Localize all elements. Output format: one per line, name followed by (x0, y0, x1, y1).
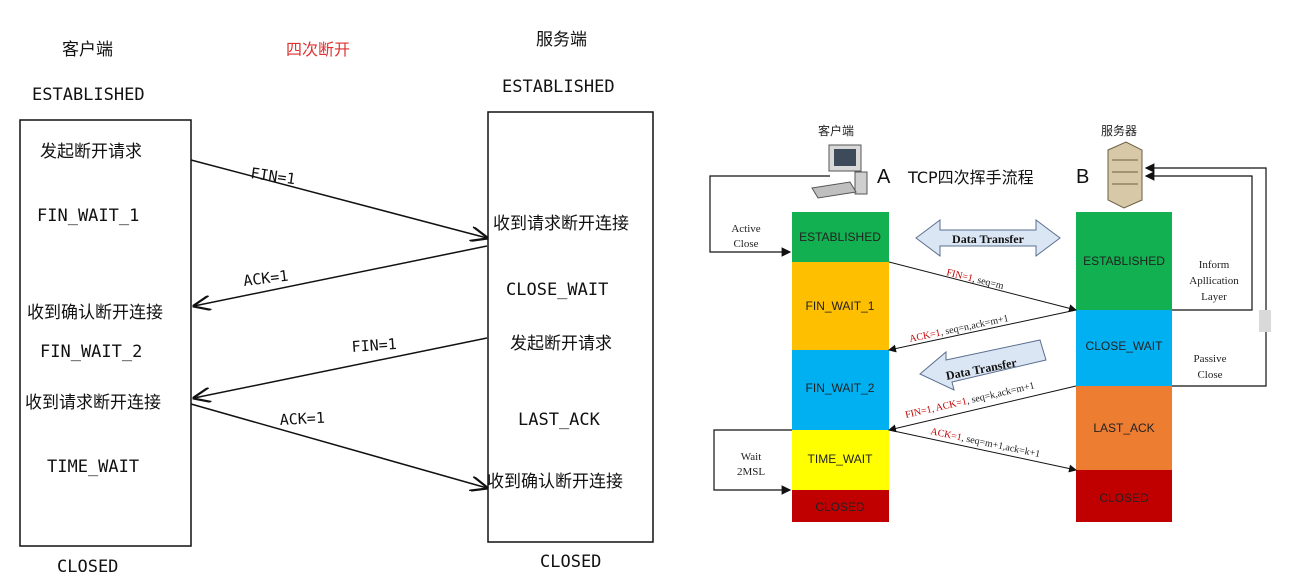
inform-line-2: Apllication (1189, 275, 1239, 287)
left-server-top-state: ESTABLISHED (502, 77, 615, 97)
left-client-box (19, 119, 192, 547)
msg-label-1: FIN=1, seq=m (945, 267, 1005, 292)
left-server-step-1: 收到请求断开连接 (493, 214, 629, 234)
server-state-label-1: ESTABLISHED (1083, 254, 1165, 268)
active-close-line-1: Active (731, 223, 760, 235)
left-client-step-4: FIN_WAIT_2 (40, 342, 142, 362)
active-close-loop (709, 175, 830, 257)
left-server-box (487, 111, 654, 543)
left-server-step-5: 收到确认断开连接 (487, 472, 623, 492)
client-state-fin-wait-2 (792, 350, 889, 430)
client-state-label-5: CLOSED (815, 500, 865, 514)
left-server-step-3: 发起断开请求 (510, 334, 612, 354)
active-close-line-2: Close (733, 238, 758, 250)
wait-line-2: 2MSL (737, 466, 765, 478)
left-client-step-5: 收到请求断开连接 (25, 393, 161, 413)
left-msg-fin-2: FIN=1 (351, 335, 397, 356)
right-label-b: B (1076, 166, 1089, 188)
right-title: TCP四次挥手流程 (907, 168, 1034, 187)
client-state-label-3: FIN_WAIT_2 (806, 381, 875, 395)
client-state-time-wait (792, 430, 889, 490)
server-state-label-3: LAST_ACK (1093, 421, 1154, 435)
passive-close-line-2: Close (1197, 369, 1222, 381)
left-heading: 四次断开 (286, 40, 350, 59)
left-arrow-fin-2 (194, 337, 488, 398)
left-msg-fin-1: FIN=1 (249, 164, 296, 188)
passive-close-loop (1144, 163, 1267, 387)
client-state-label-1: ESTABLISHED (799, 230, 881, 244)
server-state-established (1076, 212, 1172, 310)
client-state-label-2: FIN_WAIT_1 (806, 299, 875, 313)
wait-2msl-loop (713, 429, 792, 495)
msg-label-2: ACK=1, seq=n,ack=m+1 (908, 313, 1009, 345)
client-state-closed (792, 490, 889, 522)
server-state-label-2: CLOSE_WAIT (1086, 339, 1164, 353)
server-state-last-ack (1076, 386, 1172, 470)
computer-icon (811, 144, 868, 199)
right-client-label: 客户端 (818, 123, 854, 138)
server-icon (1107, 141, 1143, 209)
left-client-step-2: FIN_WAIT_1 (37, 206, 139, 226)
right-tcp-diagram: 客户端 服务器 A TCP四次挥手流程 B ESTABLISHED FIN_WA… (709, 123, 1271, 522)
left-client-top-state: ESTABLISHED (32, 85, 145, 105)
left-arrow-ack-2 (190, 403, 487, 488)
inform-line-1: Inform (1199, 259, 1230, 271)
left-arrow-fin-1 (190, 159, 487, 238)
left-client-title: 客户端 (62, 40, 113, 60)
left-server-step-4: LAST_ACK (518, 410, 601, 430)
server-state-label-4: CLOSED (1099, 491, 1149, 505)
right-server-label: 服务器 (1101, 123, 1137, 138)
left-server-title: 服务端 (536, 30, 587, 50)
inform-application-loop (1144, 171, 1253, 311)
edge-scroll-handle (1259, 310, 1271, 332)
msg-arrow-1 (888, 261, 1077, 313)
data-transfer-bidirectional-arrow (915, 219, 1061, 257)
msg-arrow-2 (888, 309, 1077, 353)
msg-arrow-4 (888, 429, 1077, 473)
data-transfer-label-1: Data Transfer (952, 232, 1025, 246)
client-state-established (792, 212, 889, 262)
passive-close-line-1: Passive (1194, 353, 1227, 365)
left-client-step-3: 收到确认断开连接 (27, 303, 163, 323)
data-transfer-left-arrow (919, 339, 1047, 391)
left-client-step-6: TIME_WAIT (47, 457, 139, 477)
msg-label-3: FIN=1, ACK=1, seq=k,ack=m+1 (904, 380, 1035, 420)
left-client-bottom-state: CLOSED (57, 557, 118, 577)
left-msg-ack-2: ACK=1 (279, 409, 325, 429)
left-server-step-2: CLOSE_WAIT (506, 280, 608, 300)
right-label-a: A (877, 166, 891, 188)
left-arrow-ack-1 (194, 245, 488, 306)
wait-line-1: Wait (741, 451, 762, 463)
client-state-fin-wait-1 (792, 262, 889, 350)
client-state-label-4: TIME_WAIT (808, 452, 874, 466)
msg-arrow-3 (888, 385, 1077, 433)
server-state-closed (1076, 470, 1172, 522)
left-client-step-1: 发起断开请求 (40, 142, 142, 162)
msg-label-4: ACK=1, seq=m+1,ack=k+1 (929, 426, 1041, 460)
server-state-close-wait (1076, 310, 1172, 386)
inform-line-3: Layer (1201, 291, 1227, 303)
left-server-bottom-state: CLOSED (540, 552, 601, 572)
left-msg-ack-1: ACK=1 (242, 267, 289, 290)
left-handdrawn-diagram: 客户端 四次断开 服务端 ESTABLISHED ESTABLISHED 发起断… (19, 30, 654, 577)
